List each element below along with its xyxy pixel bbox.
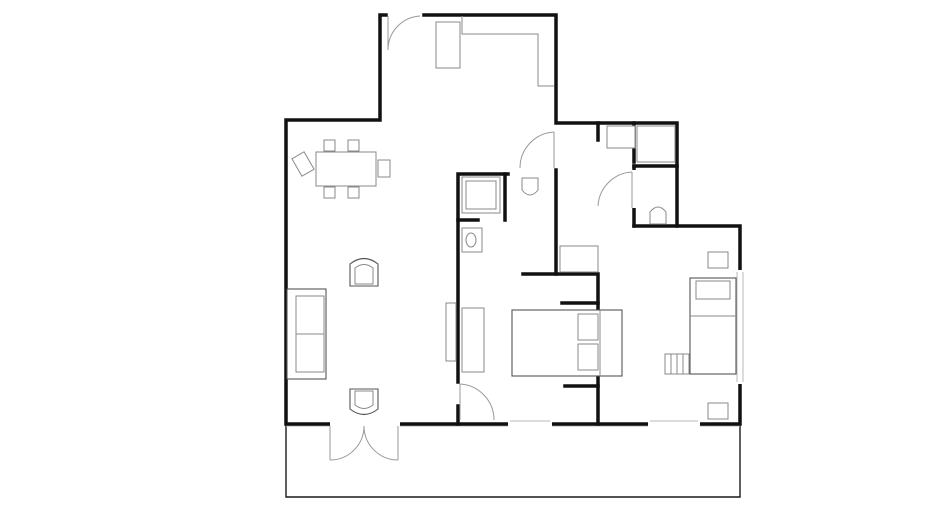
- armchair-bottom: [349, 388, 379, 416]
- sofa: [286, 288, 327, 380]
- wall-openings: [330, 130, 744, 427]
- single-bed: [689, 277, 737, 375]
- bathtub: [461, 176, 501, 214]
- kitchen-counter: [435, 16, 554, 87]
- wardrobe: [461, 307, 485, 373]
- double-bed: [511, 309, 623, 377]
- toilet-wc: [649, 206, 667, 225]
- balcony: [285, 424, 741, 498]
- nightstand-top: [707, 251, 729, 269]
- nightstand-bottom: [707, 402, 729, 420]
- armchair-top: [349, 257, 379, 287]
- washbasin: [461, 227, 483, 253]
- side-cabinet: [445, 302, 457, 362]
- interior-walls: [456, 121, 679, 426]
- entrance-door: [387, 15, 421, 51]
- utility-cabinets: [559, 125, 676, 273]
- balcony-double-door: [329, 425, 399, 461]
- kitchen-door: [519, 131, 555, 169]
- bunk-ladder: [664, 353, 690, 375]
- dining-table: [291, 139, 391, 199]
- toilet-small-bath: [521, 177, 539, 196]
- bathroom-door: [597, 171, 633, 208]
- bedroom-door: [459, 383, 495, 421]
